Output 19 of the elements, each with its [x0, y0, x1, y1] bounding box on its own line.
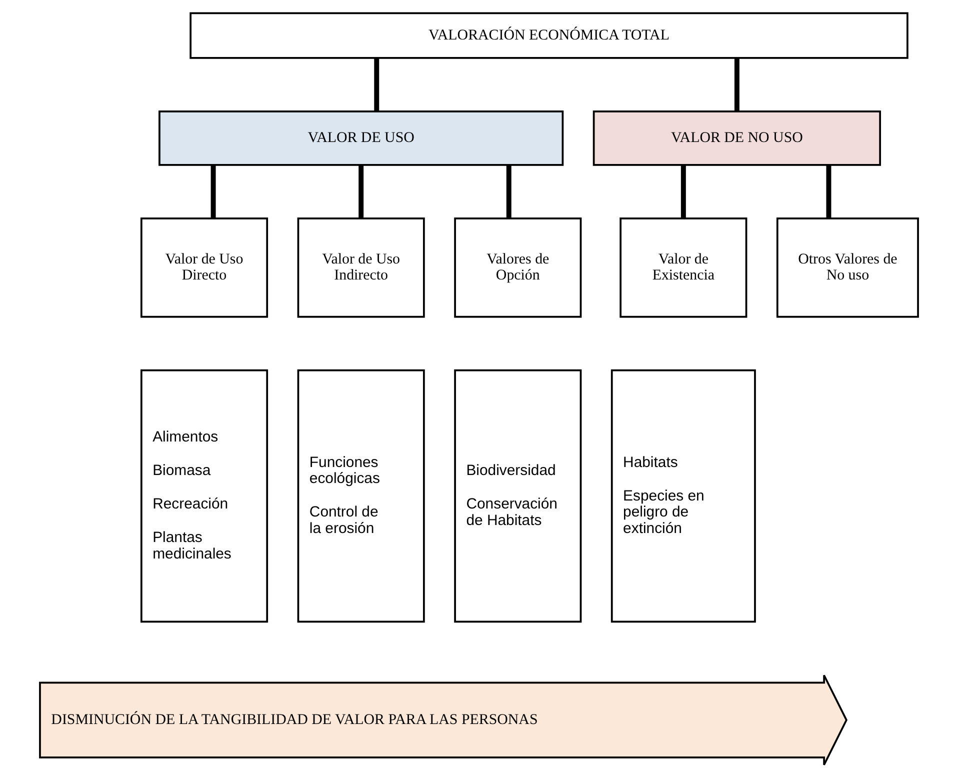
- connector: [734, 58, 739, 112]
- connector: [358, 165, 364, 218]
- node-box: Funciones ecológicas Control de la erosión: [296, 369, 424, 623]
- connector: [680, 165, 686, 218]
- node-box: Biodiversidad Conservación de Habitats: [454, 369, 582, 623]
- node-box: Otros Valores de No uso: [776, 218, 918, 318]
- node-box: Valor de Uso Indirecto: [296, 218, 424, 318]
- connector: [506, 165, 511, 218]
- node-box: VALOR DE NO USO: [592, 110, 880, 166]
- connector: [374, 58, 379, 112]
- node-box: Habitats Especies en peligro de extinción: [610, 369, 756, 623]
- node-box: Valores de Opción: [454, 218, 582, 318]
- connector: [210, 165, 216, 218]
- node-box: Valor de Existencia: [619, 218, 747, 318]
- node-box: Alimentos Biomasa Recreación Plantas medicinales: [140, 369, 268, 623]
- node-box: VALOR DE USO: [158, 110, 564, 166]
- node-box: VALORACIÓN ECONÓMICA TOTAL: [189, 12, 908, 59]
- connector: [826, 165, 831, 218]
- node-box: Valor de Uso Directo: [140, 218, 268, 318]
